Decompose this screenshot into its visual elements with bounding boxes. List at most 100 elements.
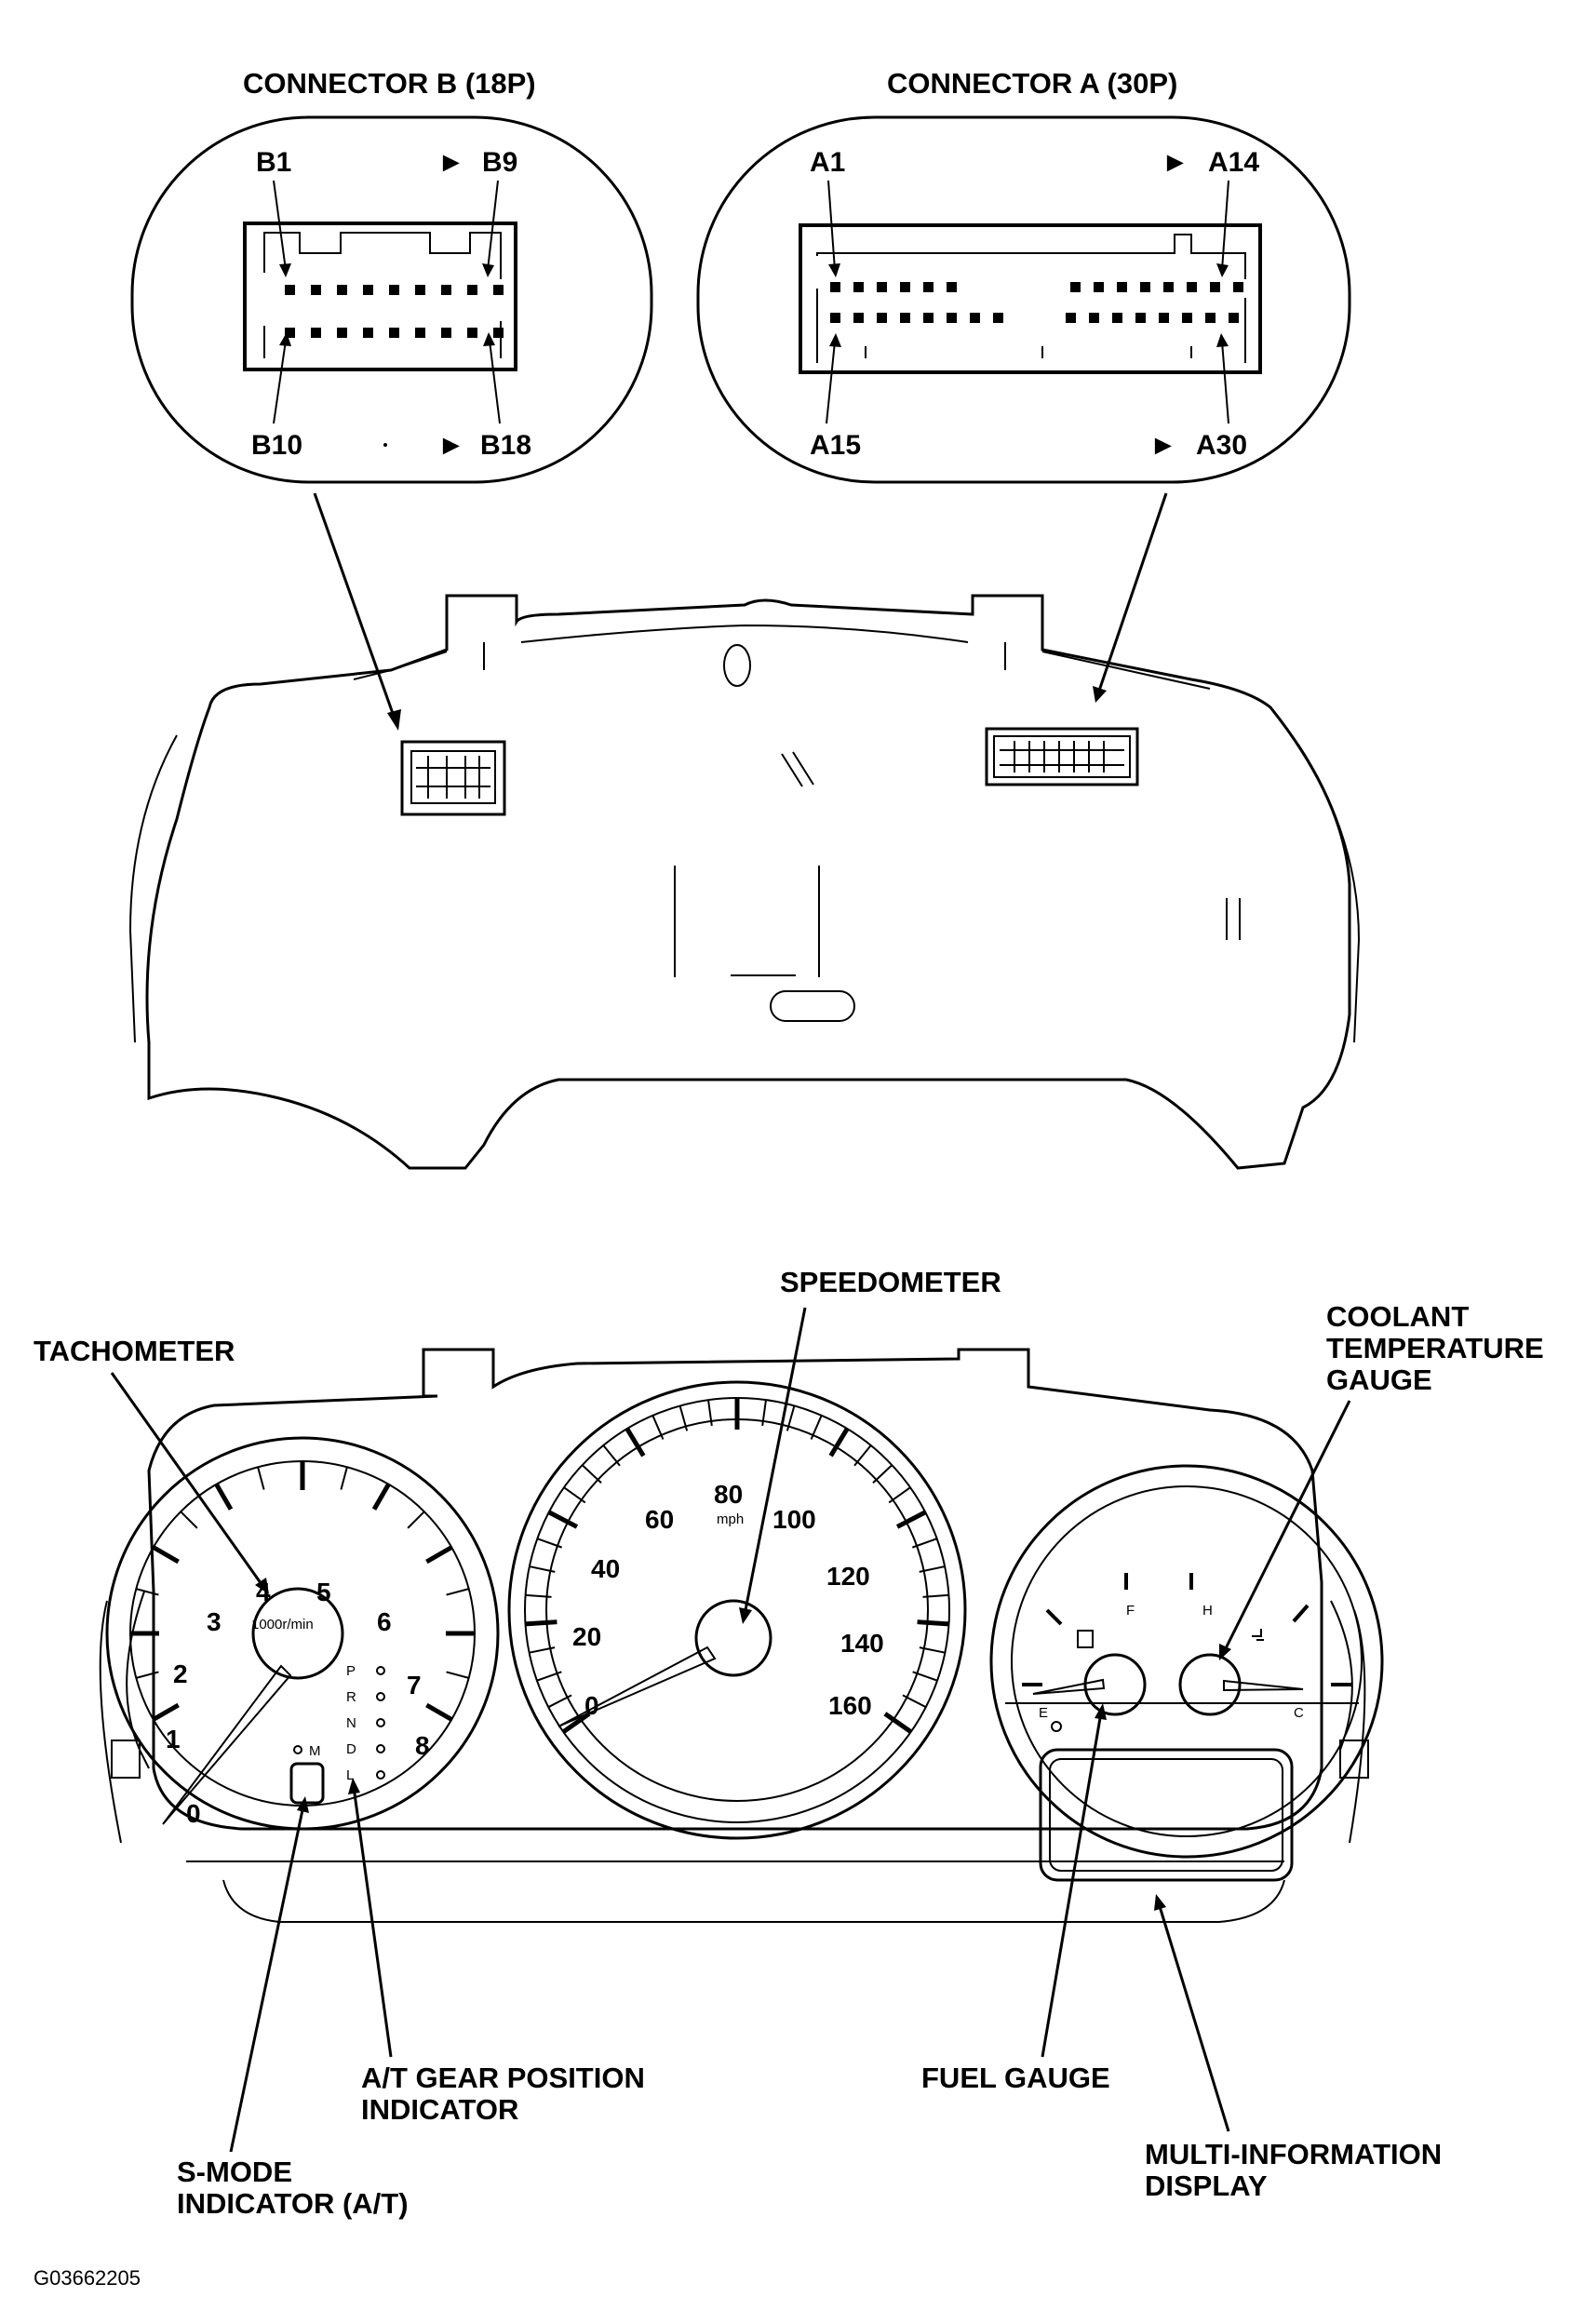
connector-a-latch <box>816 234 1246 279</box>
speed-scale-140: 140 <box>840 1629 884 1658</box>
gauge-tick <box>152 1545 180 1565</box>
callout-coolant-2: TEMPERATURE <box>1326 1332 1544 1364</box>
callout-s-mode-1: S-MODE <box>177 2156 292 2188</box>
tach-scale-6: 6 <box>377 1607 392 1636</box>
gauge-tick <box>602 1444 621 1467</box>
connector-pin <box>467 328 477 338</box>
speedometer-needle <box>557 1646 717 1727</box>
connector-a-pin-a15: A15 <box>810 430 861 461</box>
connector-b-leader <box>313 492 397 722</box>
connector-pin <box>923 282 934 292</box>
connector-pin <box>1205 313 1216 323</box>
connector-pin <box>337 285 347 295</box>
connector-b-top-pin-row <box>285 285 504 295</box>
connector-pin <box>1210 282 1220 292</box>
connector-pin <box>1089 313 1099 323</box>
gauge-tick <box>625 1427 646 1458</box>
gauge-tick <box>536 1671 562 1682</box>
tach-scale-7: 7 <box>407 1671 422 1699</box>
connector-pin <box>311 285 321 295</box>
connector-pin <box>877 282 887 292</box>
gauge-tick <box>810 1415 823 1440</box>
svg-text:N: N <box>346 1715 356 1731</box>
gauge-tick <box>425 1702 453 1722</box>
connector-pin <box>415 285 425 295</box>
tach-scale-2: 2 <box>173 1659 188 1688</box>
tach-scale-1: 1 <box>166 1725 181 1753</box>
gear-position-indicator: P R N D L <box>346 1663 385 1783</box>
gauge-tick <box>853 1444 872 1467</box>
callouts: SPEEDOMETER TACHOMETER COOLANT TEMPERATU… <box>34 1266 1544 2220</box>
callout-speedometer: SPEEDOMETER <box>780 1266 1001 1298</box>
gauge-tick <box>919 1646 946 1654</box>
connector-b-detail: CONNECTOR B (18P) B1 ► B9 B10 ► B18 <box>130 67 653 484</box>
connector-pin <box>830 282 840 292</box>
fuel-temp-gauges: F E H C <box>989 1464 1384 1882</box>
gauge-tick <box>136 1588 159 1596</box>
connector-pin <box>830 313 840 323</box>
gauge-tick <box>214 1483 234 1511</box>
cluster-connector-b <box>400 740 506 816</box>
gauge-tick <box>340 1467 348 1490</box>
connector-a-pin-a30: A30 <box>1196 430 1247 461</box>
connector-pin <box>877 313 887 323</box>
gauge-tick <box>257 1467 265 1490</box>
speed-scale-60: 60 <box>645 1505 674 1534</box>
cluster-rear-view <box>128 594 1361 1170</box>
callout-coolant-3: GAUGE <box>1326 1364 1432 1396</box>
callout-s-mode-2: INDICATOR (A/T) <box>177 2187 409 2220</box>
speed-scale-100: 100 <box>772 1505 816 1534</box>
connector-b-latch <box>263 232 502 279</box>
gauge-tick <box>425 1545 453 1565</box>
connector-pin <box>853 282 864 292</box>
gauge-tick <box>180 1511 198 1529</box>
temp-hot-label: H <box>1202 1603 1213 1619</box>
gauge-tick <box>547 1510 579 1529</box>
callout-coolant-1: COOLANT <box>1326 1300 1469 1333</box>
connector-pin <box>285 328 295 338</box>
gauge-tick <box>651 1415 665 1440</box>
gauge-tick <box>152 1702 180 1722</box>
gauge-tick <box>707 1399 713 1426</box>
gauge-tick <box>911 1538 938 1549</box>
speed-scale-160: 160 <box>828 1691 872 1720</box>
connector-pin <box>493 285 504 295</box>
connector-a-leader <box>1096 492 1168 694</box>
cluster-connector-a <box>985 727 1139 786</box>
connector-pin <box>947 313 957 323</box>
connector-b-pin-b10: B10 <box>251 430 302 461</box>
fuel-gauge-hub <box>1083 1653 1147 1716</box>
speed-scale-120: 120 <box>826 1562 870 1591</box>
svg-text:►: ► <box>1149 430 1177 461</box>
connector-pin <box>441 328 451 338</box>
speed-scale-20: 20 <box>572 1622 601 1651</box>
m-mode-label: M <box>309 1743 321 1759</box>
gauge-tick <box>917 1619 949 1627</box>
gauge-tick <box>902 1694 927 1709</box>
gauge-tick <box>136 1671 159 1679</box>
tachometer: 0 1 2 3 4 5 6 7 8 1000r/min P R N D L <box>105 1436 500 1831</box>
callout-mid-1: MULTI-INFORMATION <box>1145 2138 1442 2170</box>
gauge-tick <box>371 1483 391 1511</box>
gauge-tick <box>446 1588 469 1596</box>
connector-a-zoom-circle <box>696 115 1351 484</box>
connector-a-bottom-pin-row <box>830 313 1239 323</box>
tachometer-needle <box>162 1664 292 1825</box>
gauge-tick <box>529 1565 556 1573</box>
gauge-tick <box>678 1405 689 1431</box>
connector-pin <box>363 328 373 338</box>
temp-cold-label: C <box>1294 1705 1304 1721</box>
connector-a-detail: CONNECTOR A (30P) A1 ► A14 A15 ► A30 <box>696 67 1351 484</box>
speed-scale-0: 0 <box>584 1691 599 1720</box>
callout-tachometer: TACHOMETER <box>34 1335 235 1367</box>
svg-text:D: D <box>346 1741 356 1757</box>
connector-pin <box>1135 313 1146 323</box>
gauge-tick <box>883 1712 913 1734</box>
connector-pin <box>1182 313 1192 323</box>
connector-b-pin-b18: B18 <box>480 430 531 461</box>
connector-pin <box>441 285 451 295</box>
speed-scale-40: 40 <box>591 1554 620 1583</box>
tach-scale-0: 0 <box>186 1799 201 1828</box>
connector-pin <box>1140 282 1150 292</box>
s-mode-indicator <box>289 1762 325 1805</box>
